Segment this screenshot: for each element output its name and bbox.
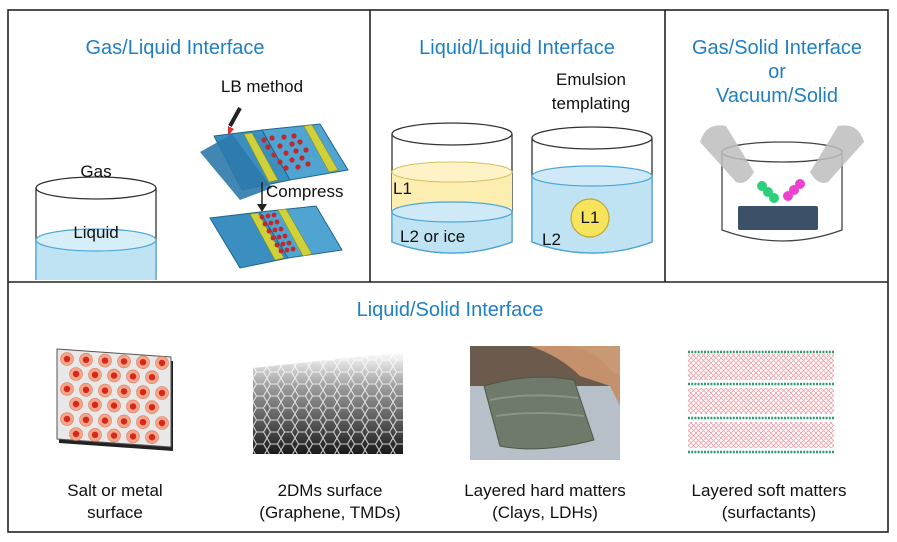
l1-droplet-label: L1 [580, 208, 600, 227]
gas-solid-title-line1: Gas/Solid Interface [691, 37, 863, 59]
surface-site-core [63, 385, 71, 393]
gas-solid-title-line2: or [768, 61, 786, 83]
caption-hard-matters-line1: Layered hard matters [464, 481, 626, 500]
beaker-emulsion [531, 126, 653, 254]
beaker-layered-liquids [391, 122, 513, 254]
beaker-gas-liquid [35, 176, 157, 280]
surface-site-core [101, 417, 109, 424]
liquid-liquid-illustration [391, 122, 653, 254]
surface-site-core [120, 358, 128, 365]
liquid-liquid-title: Liquid/Liquid Interface [419, 37, 615, 59]
surface-site-core [120, 388, 128, 395]
surface-site-core [158, 419, 166, 427]
l2-or-ice-label: L2 or ice [400, 227, 466, 246]
surface-site-core [91, 371, 99, 378]
caption-2dms-line2: (Graphene, TMDs) [259, 503, 401, 522]
liquid-solid-title: Liquid/Solid Interface [356, 299, 544, 321]
surface-site-core [120, 418, 128, 425]
gas-label: Gas [80, 162, 112, 181]
l2-label: L2 [542, 230, 561, 249]
surface-site-core [139, 419, 147, 426]
clay-sample-photo [470, 346, 620, 460]
liquid-label: Liquid [73, 223, 119, 242]
surface-site-core [101, 387, 109, 394]
surface-site-core [72, 430, 80, 438]
emulsion-droplet [570, 198, 610, 238]
surface-site-core [158, 389, 166, 397]
surface-site-core [82, 356, 90, 363]
caption-salt-metal-line1: Salt or metal [67, 481, 163, 500]
surfactant-layers-image [688, 350, 834, 454]
surface-site-core [82, 386, 90, 393]
vacuum-chamber-illustration [700, 125, 864, 242]
surface-site-core [82, 416, 90, 423]
caption-2dms-line1: 2DMs surface [277, 481, 383, 500]
caption-soft-matters-line2: (surfactants) [721, 503, 817, 522]
surface-site-core [139, 389, 147, 396]
surface-site-core [110, 432, 118, 439]
trough-before-compress [200, 123, 349, 200]
surface-site-core [91, 431, 99, 438]
surface-site-core [110, 372, 118, 379]
lb-method-label: LB method [220, 77, 304, 96]
surface-site-core [63, 415, 71, 423]
emulsion-templating-label: Emulsion templating [551, 70, 631, 113]
surface-site-core [101, 357, 109, 364]
compress-arrow-icon [257, 182, 267, 212]
surface-site-core [148, 404, 156, 411]
surface-site-core [129, 433, 137, 440]
graphene-surface-image [253, 352, 403, 454]
gas-solid-title-line3: Vacuum/Solid [716, 85, 838, 107]
caption-hard-matters-line2: (Clays, LDHs) [492, 503, 598, 522]
trough-after-compress [209, 205, 343, 269]
dropper-icon [228, 107, 242, 136]
lb-trough-illustration [200, 107, 349, 269]
surface-site-core [72, 400, 80, 408]
surface-site-core [148, 434, 156, 441]
salt-grid-dots [60, 352, 169, 444]
surface-site-core [91, 401, 99, 408]
deposition-chamber [700, 125, 864, 242]
salt-metal-surface-image [56, 348, 173, 451]
compress-label: Compress [266, 182, 344, 201]
surface-site-core [129, 373, 137, 380]
surface-site-core [139, 359, 147, 366]
l1-layer-label: L1 [393, 179, 412, 198]
surface-site-core [63, 355, 71, 363]
surface-site-core [158, 359, 166, 367]
surface-site-core [148, 374, 156, 381]
caption-salt-metal-line2: surface [87, 503, 143, 522]
surface-site-core [72, 370, 80, 378]
gas-liquid-title: Gas/Liquid Interface [85, 37, 265, 59]
surface-site-core [110, 402, 118, 409]
surface-site-core [129, 403, 137, 410]
surfactant-bilayers [688, 350, 834, 454]
gas-liquid-illustration [35, 176, 157, 280]
caption-soft-matters-line1: Layered soft matters [691, 481, 847, 500]
